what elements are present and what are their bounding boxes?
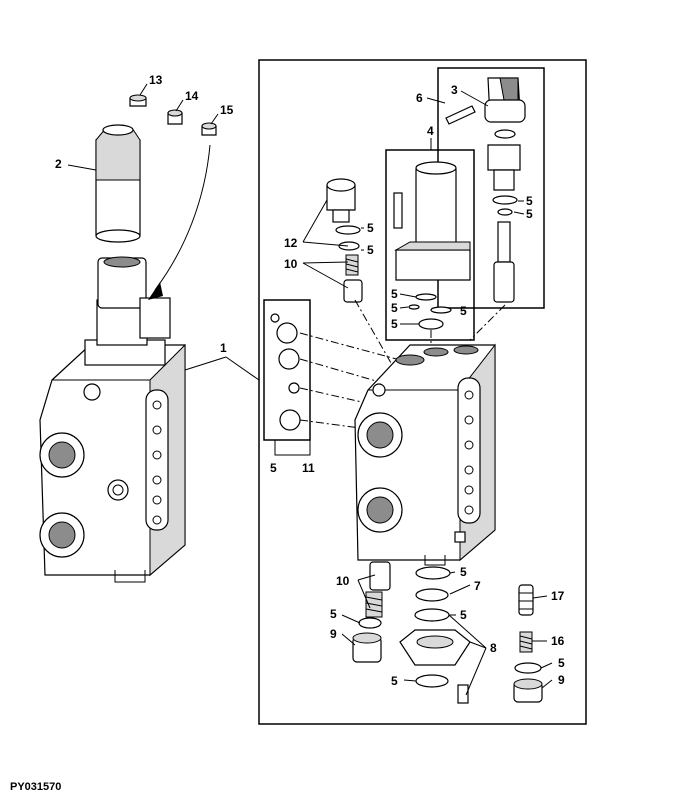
callout-5-h: 5	[391, 317, 398, 331]
callout-5-j: 5	[460, 565, 467, 579]
callout-5-m: 5	[558, 656, 565, 670]
callout-12: 12	[284, 236, 298, 250]
spring-16	[519, 631, 533, 653]
callout-9a: 9	[330, 627, 337, 641]
plug-14	[167, 109, 183, 125]
spool-17	[518, 584, 534, 616]
callout-5-i: 5	[330, 607, 337, 621]
plug-9-right	[513, 662, 543, 703]
callout-13: 13	[149, 73, 163, 87]
callout-9b: 9	[558, 673, 565, 687]
callout-2: 2	[55, 157, 62, 171]
callout-5-g: 5	[460, 304, 467, 318]
leader-lines	[67, 83, 553, 696]
callout-7: 7	[474, 579, 481, 593]
relief-valve-12	[326, 178, 361, 251]
callout-5-kit: 5	[270, 461, 277, 475]
plug-13	[129, 94, 147, 107]
callout-5-b: 5	[367, 243, 374, 257]
spring-10-lower	[365, 561, 391, 618]
valve-body-1	[354, 343, 496, 566]
callout-3: 3	[451, 83, 458, 97]
manual-actuator-3	[484, 77, 526, 303]
callout-5-e: 5	[391, 287, 398, 301]
callout-1: 1	[220, 341, 227, 355]
callout-10a: 10	[284, 257, 298, 271]
callout-14: 14	[185, 89, 199, 103]
assembled-valve-left	[39, 256, 186, 583]
callout-5-k: 5	[460, 608, 467, 622]
callout-5-l: 5	[391, 674, 398, 688]
callout-10b: 10	[336, 574, 350, 588]
callout-5-c: 5	[526, 194, 533, 208]
callout-17: 17	[551, 589, 565, 603]
spring-10-upper	[343, 254, 363, 303]
figure-id: PY031570	[10, 781, 61, 793]
exploded-view-frame	[258, 59, 587, 725]
callout-4: 4	[427, 124, 434, 138]
callout-6: 6	[416, 91, 423, 105]
callout-15: 15	[220, 103, 234, 117]
valve-housing-4	[393, 161, 471, 330]
seal-kit-frame	[263, 299, 311, 441]
callout-16: 16	[551, 634, 565, 648]
solenoid-cap-2	[95, 124, 141, 243]
subassembly-frame-4	[385, 149, 475, 341]
callout-11: 11	[302, 461, 315, 475]
plug-15	[201, 122, 217, 136]
callout-5-d: 5	[526, 207, 533, 221]
seals-and-flange-8	[399, 566, 471, 704]
install-arrow	[154, 144, 211, 291]
seal-kit-orings	[270, 313, 301, 431]
install-arrow-head	[148, 282, 163, 300]
callout-5-f: 5	[391, 301, 398, 315]
callout-labels: 13 14 15 2 1 3 6 4 12 10 5 5 5 5 5 5 5 5…	[55, 73, 565, 688]
plug-9-left	[352, 617, 382, 663]
pin-6	[445, 105, 476, 125]
callout-5-a: 5	[367, 221, 374, 235]
callout-8: 8	[490, 641, 497, 655]
